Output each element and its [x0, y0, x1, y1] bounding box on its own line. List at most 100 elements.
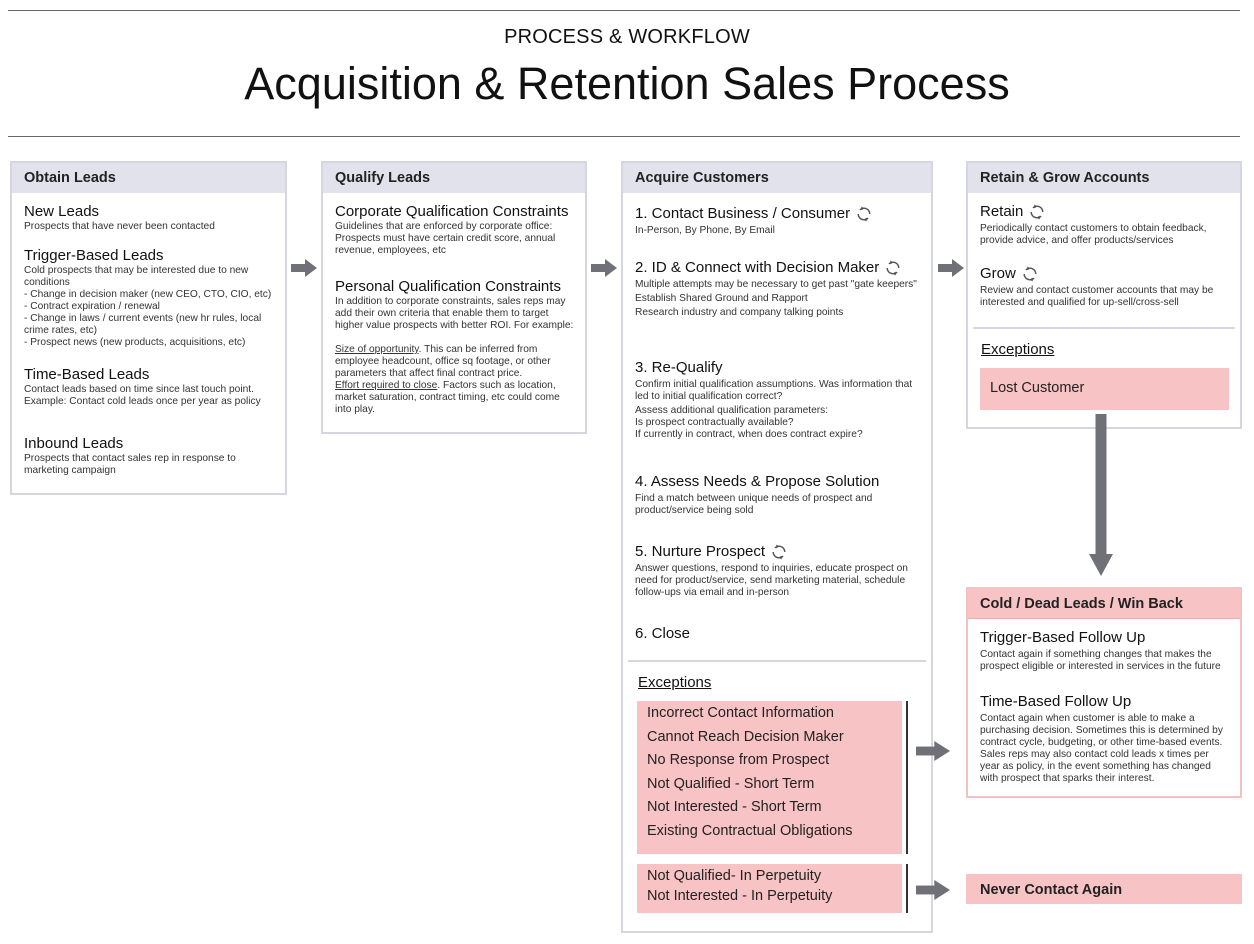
acquire-exceptions-label: Exceptions — [638, 674, 712, 691]
retain-section: Retain Periodically contact customers to… — [980, 203, 1230, 247]
section-divider — [628, 660, 926, 662]
flow-arrow-icon — [916, 741, 950, 761]
step-contact: 1. Contact Business / Consumer In-Person… — [635, 205, 921, 237]
step-title: 1. Contact Business / Consumer — [635, 205, 851, 222]
flow-arrow-icon — [938, 259, 964, 277]
grow-desc: Review and contact customer accounts tha… — [980, 285, 1214, 308]
corporate-constraints-section: Corporate Qualification Constraints Guid… — [335, 203, 575, 257]
step-desc: Find a match between unique needs of pro… — [635, 493, 873, 516]
trigger-leads-item: - Prospect news (new products, acquisiti… — [24, 337, 246, 348]
exception-item: Not Qualified - Short Term — [647, 775, 815, 792]
effort-close-text: Effort required to close. Factors such a… — [335, 380, 575, 416]
grow-title: Grow — [980, 265, 1016, 282]
step-desc: In-Person, By Phone, By Email — [635, 225, 775, 236]
retain-desc: Periodically contact customers to obtain… — [980, 223, 1207, 246]
section-divider — [973, 327, 1235, 329]
win-back-title: Cold / Dead Leads / Win Back — [968, 589, 1240, 619]
short-term-exceptions-box: Incorrect Contact Information Cannot Rea… — [637, 701, 902, 854]
acquire-customers-panel: Acquire Customers 1. Contact Business / … — [621, 161, 933, 933]
time-leads-desc: Contact leads based on time since last t… — [24, 384, 261, 407]
flow-arrow-icon — [916, 880, 950, 900]
size-opportunity-text: Size of opportunity. This can be inferre… — [335, 344, 575, 380]
step-desc: Multiple attempts may be necessary to ge… — [635, 279, 917, 290]
perpetual-exceptions-box: Not Qualified- In Perpetuity Not Interes… — [637, 864, 902, 913]
flow-arrow-icon — [291, 259, 317, 277]
exception-item: Not Interested - Short Term — [647, 799, 822, 816]
exception-item: Incorrect Contact Information — [647, 705, 834, 721]
page-title: Acquisition & Retention Sales Process — [244, 58, 1010, 109]
time-follow-up-section: Time-Based Follow Up Contact again when … — [980, 693, 1230, 785]
new-leads-section: New Leads Prospects that have never been… — [24, 203, 275, 233]
time-follow-up-title: Time-Based Follow Up — [980, 693, 1132, 710]
corporate-constraints-desc: Guidelines that are enforced by corporat… — [335, 221, 556, 256]
step-desc: Confirm initial qualification assumption… — [635, 379, 913, 402]
step-title: 3. Re-Qualify — [635, 359, 723, 376]
win-back-panel: Cold / Dead Leads / Win Back Trigger-Bas… — [966, 587, 1242, 798]
trigger-leads-item: - Change in laws / current events (new h… — [24, 313, 262, 336]
trigger-leads-item: - Contract expiration / renewal — [24, 301, 160, 312]
retain-exceptions-label: Exceptions — [981, 341, 1055, 358]
cycle-icon — [856, 206, 872, 222]
trigger-leads-title: Trigger-Based Leads — [24, 247, 164, 264]
lost-customer-label: Lost Customer — [990, 380, 1085, 396]
personal-constraints-desc: In addition to corporate constraints, sa… — [335, 296, 574, 331]
inbound-leads-desc: Prospects that contact sales rep in resp… — [24, 453, 236, 476]
time-leads-section: Time-Based Leads Contact leads based on … — [24, 366, 275, 408]
step-assess-needs: 4. Assess Needs & Propose Solution Find … — [635, 473, 921, 517]
qualify-leads-title: Qualify Leads — [323, 163, 585, 193]
inbound-leads-title: Inbound Leads — [24, 435, 124, 452]
step-detail: Assess additional qualification paramete… — [635, 405, 829, 416]
qualify-leads-panel: Qualify Leads Corporate Qualification Co… — [321, 161, 587, 434]
flow-arrow-icon — [591, 259, 617, 277]
page-kicker: PROCESS & WORKFLOW — [504, 26, 750, 48]
effort-close-desc: . Factors such as location, market satur… — [335, 380, 560, 415]
trigger-follow-up-title: Trigger-Based Follow Up — [980, 629, 1146, 646]
exception-item: Cannot Reach Decision Maker — [647, 728, 844, 745]
cycle-icon — [1029, 204, 1045, 220]
exception-item: Existing Contractual Obligations — [647, 822, 853, 839]
bracket-line — [906, 701, 908, 854]
corporate-constraints-title: Corporate Qualification Constraints — [335, 203, 569, 220]
retain-title: Retain — [980, 203, 1024, 220]
step-decision-maker: 2. ID & Connect with Decision Maker Mult… — [635, 259, 921, 319]
step-title: 5. Nurture Prospect — [635, 543, 766, 560]
effort-close-label: Effort required to close — [335, 380, 438, 391]
lost-customer-box: Lost Customer — [980, 368, 1229, 410]
size-opportunity-desc: . This can be inferred from employee hea… — [335, 344, 551, 379]
step-close: 6. Close — [635, 625, 921, 643]
trigger-leads-item: - Change in decision maker (new CEO, CTO… — [24, 289, 272, 300]
down-arrow-icon — [1089, 414, 1113, 576]
exception-item: No Response from Prospect — [647, 752, 830, 769]
size-opportunity-label: Size of opportunity — [335, 344, 419, 355]
step-desc: Answer questions, respond to inquiries, … — [635, 563, 908, 598]
inbound-leads-section: Inbound Leads Prospects that contact sal… — [24, 435, 275, 477]
exception-item: Not Qualified- In Perpetuity — [647, 868, 822, 884]
never-contact-box: Never Contact Again — [966, 874, 1242, 904]
header-rule — [8, 136, 1240, 137]
retain-grow-title: Retain & Grow Accounts — [968, 163, 1240, 193]
grow-section: Grow Review and contact customer account… — [980, 265, 1230, 309]
step-requalify: 3. Re-Qualify Confirm initial qualificat… — [635, 359, 921, 441]
time-follow-up-desc: Contact again when customer is able to m… — [980, 713, 1223, 784]
personal-constraints-section: Personal Qualification Constraints In ad… — [335, 278, 575, 416]
trigger-leads-desc: Cold prospects that may be interested du… — [24, 265, 249, 288]
cycle-icon — [771, 544, 787, 560]
step-title: 4. Assess Needs & Propose Solution — [635, 473, 880, 490]
obtain-leads-title: Obtain Leads — [12, 163, 285, 193]
step-detail: Establish Shared Ground and Rapport — [635, 293, 808, 304]
exception-item: Not Interested - In Perpetuity — [647, 888, 833, 904]
step-title: 6. Close — [635, 625, 691, 642]
step-detail: If currently in contract, when does cont… — [635, 429, 863, 440]
step-title: 2. ID & Connect with Decision Maker — [635, 259, 880, 276]
trigger-follow-up-desc: Contact again if something changes that … — [980, 649, 1221, 672]
new-leads-desc: Prospects that have never been contacted — [24, 221, 215, 232]
trigger-leads-section: Trigger-Based Leads Cold prospects that … — [24, 247, 275, 349]
obtain-leads-panel: Obtain Leads New Leads Prospects that ha… — [10, 161, 287, 495]
step-nurture: 5. Nurture Prospect Answer questions, re… — [635, 543, 921, 599]
acquire-customers-title: Acquire Customers — [623, 163, 931, 193]
personal-constraints-title: Personal Qualification Constraints — [335, 278, 561, 295]
bracket-line — [906, 864, 908, 913]
step-detail: Is prospect contractually available? — [635, 417, 794, 428]
top-rule — [8, 10, 1240, 11]
cycle-icon — [1022, 266, 1038, 282]
